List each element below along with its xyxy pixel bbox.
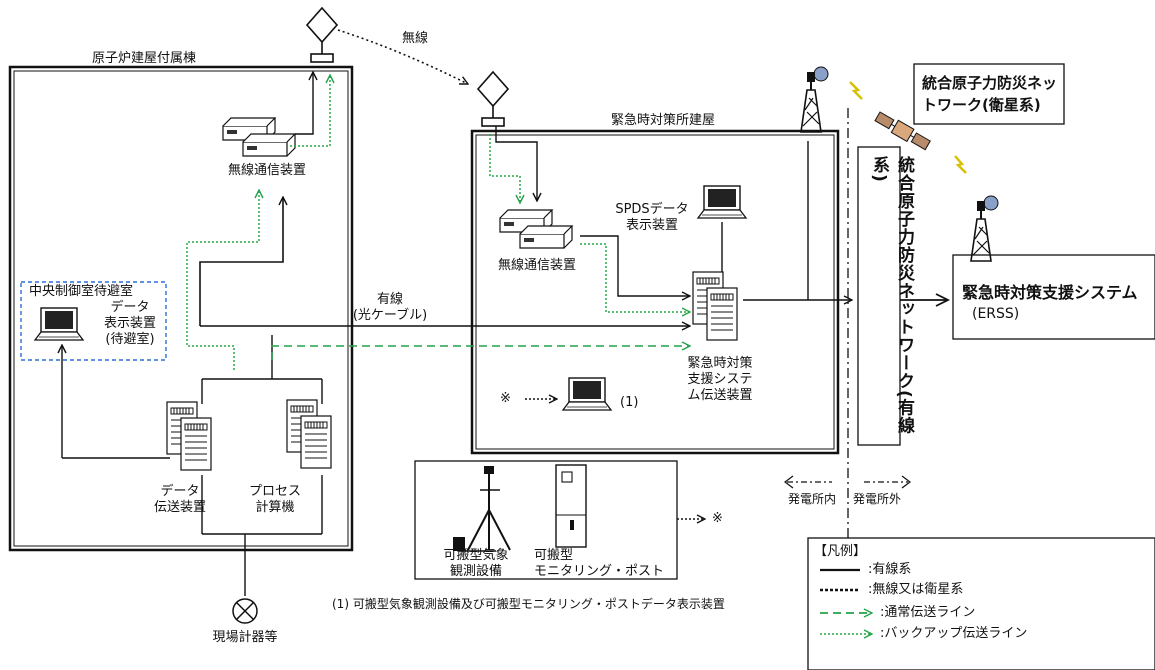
data-display-line2: 表示装置 (103, 316, 156, 331)
spds-label-2: 表示装置 (625, 218, 678, 233)
wired-network-label: 統合原子力防災ネットワーク(有線系) (869, 156, 914, 435)
wireless-device-icon-right (499, 209, 573, 249)
monitoring-label-2: モニタリング・ポスト (534, 564, 665, 579)
wireless-device-icon-left (222, 117, 296, 157)
wireless-device-left-label: 無線通信装置 (228, 163, 307, 178)
central-room-label: 中央制御室待避室 (29, 284, 134, 299)
weather-label-1: 可搬型気象 (443, 548, 509, 563)
sat-network-label-2: トワーク(衛星系) (922, 96, 1041, 114)
emergency-building-outline (470, 129, 840, 455)
portable-equipment-box (414, 460, 678, 580)
data-tx-label-1: データ (160, 484, 200, 499)
antenna-icon-emergency (477, 71, 509, 127)
data-tx-label-2: 伝送装置 (153, 500, 206, 515)
portable-display-laptop-icon (562, 377, 612, 411)
erss-transmission-server-icon (693, 272, 737, 340)
erss-tx-label-2: 支援システ (687, 372, 753, 387)
tower-icon-erss (970, 195, 999, 262)
fiber-label: (光ケーブル) (352, 308, 428, 323)
laptop-icon-central-room (34, 307, 84, 341)
process-label-2: 計算機 (255, 500, 295, 515)
spds-label-1: SPDSデータ (615, 202, 689, 217)
weather-label-2: 観測設備 (449, 564, 502, 579)
wireless-device-right-label: 無線通信装置 (498, 258, 577, 273)
satellite-icon (874, 111, 931, 151)
wireless-label: 無線 (402, 31, 429, 46)
legend-box (807, 537, 1155, 670)
weather-station-icon (453, 466, 511, 552)
legend-normal-label: :通常伝送ライン (880, 605, 976, 620)
erss-label-1: 緊急時対策支援システム (962, 283, 1138, 302)
tower-icon-site (800, 66, 829, 133)
legend-wireless-label: :無線又は衛星系 (868, 582, 964, 597)
reactor-building-label: 原子炉建屋付属棟 (92, 51, 197, 66)
wired-network-box (857, 146, 901, 446)
antenna-icon-reactor (306, 7, 338, 63)
legend-backup-label: :バックアップ伝送ライン (880, 626, 1028, 641)
offsite-label: 発電所外 (853, 492, 902, 506)
spds-laptop-icon (697, 185, 747, 219)
legend-title: 【凡例】 (814, 544, 867, 559)
legend-wired-label: :有線系 (868, 562, 912, 577)
process-computer-server-icon (287, 400, 331, 468)
normal-transmission-line (271, 346, 690, 360)
note-number: (1) (620, 395, 639, 410)
erss-box (952, 254, 1155, 340)
erss-tx-label-3: ム伝送装置 (687, 388, 753, 403)
star-marker-2: ※ (712, 511, 723, 526)
lightning-icon-1 (849, 81, 863, 100)
lightning-icon-2 (954, 155, 967, 174)
footnote: (1) 可搬型気象観測設備及び可搬型モニタリング・ポストデータ表示装置 (332, 597, 725, 611)
sat-network-box (913, 63, 1065, 125)
sat-network-label-1: 統合原子力防災ネッ (922, 74, 1058, 92)
star-marker: ※ (500, 391, 511, 406)
erss-label-2: (ERSS) (972, 306, 1020, 322)
process-label-1: プロセス (248, 484, 301, 499)
data-display-line1: データ (110, 300, 150, 315)
emergency-building-label: 緊急時対策所建屋 (611, 113, 716, 128)
central-control-room-box (20, 281, 167, 361)
monitoring-label-1: 可搬型 (534, 548, 574, 563)
field-instruments-label: 現場計器等 (212, 630, 278, 645)
onsite-label: 発電所内 (788, 492, 837, 506)
data-display-line3: (待避室) (105, 332, 155, 347)
monitoring-post-icon (555, 464, 587, 548)
erss-tx-label-1: 緊急時対策 (687, 356, 753, 371)
reactor-building-outline (8, 65, 354, 552)
data-transmission-server-icon (167, 402, 211, 470)
wired-label: 有線 (376, 292, 403, 307)
